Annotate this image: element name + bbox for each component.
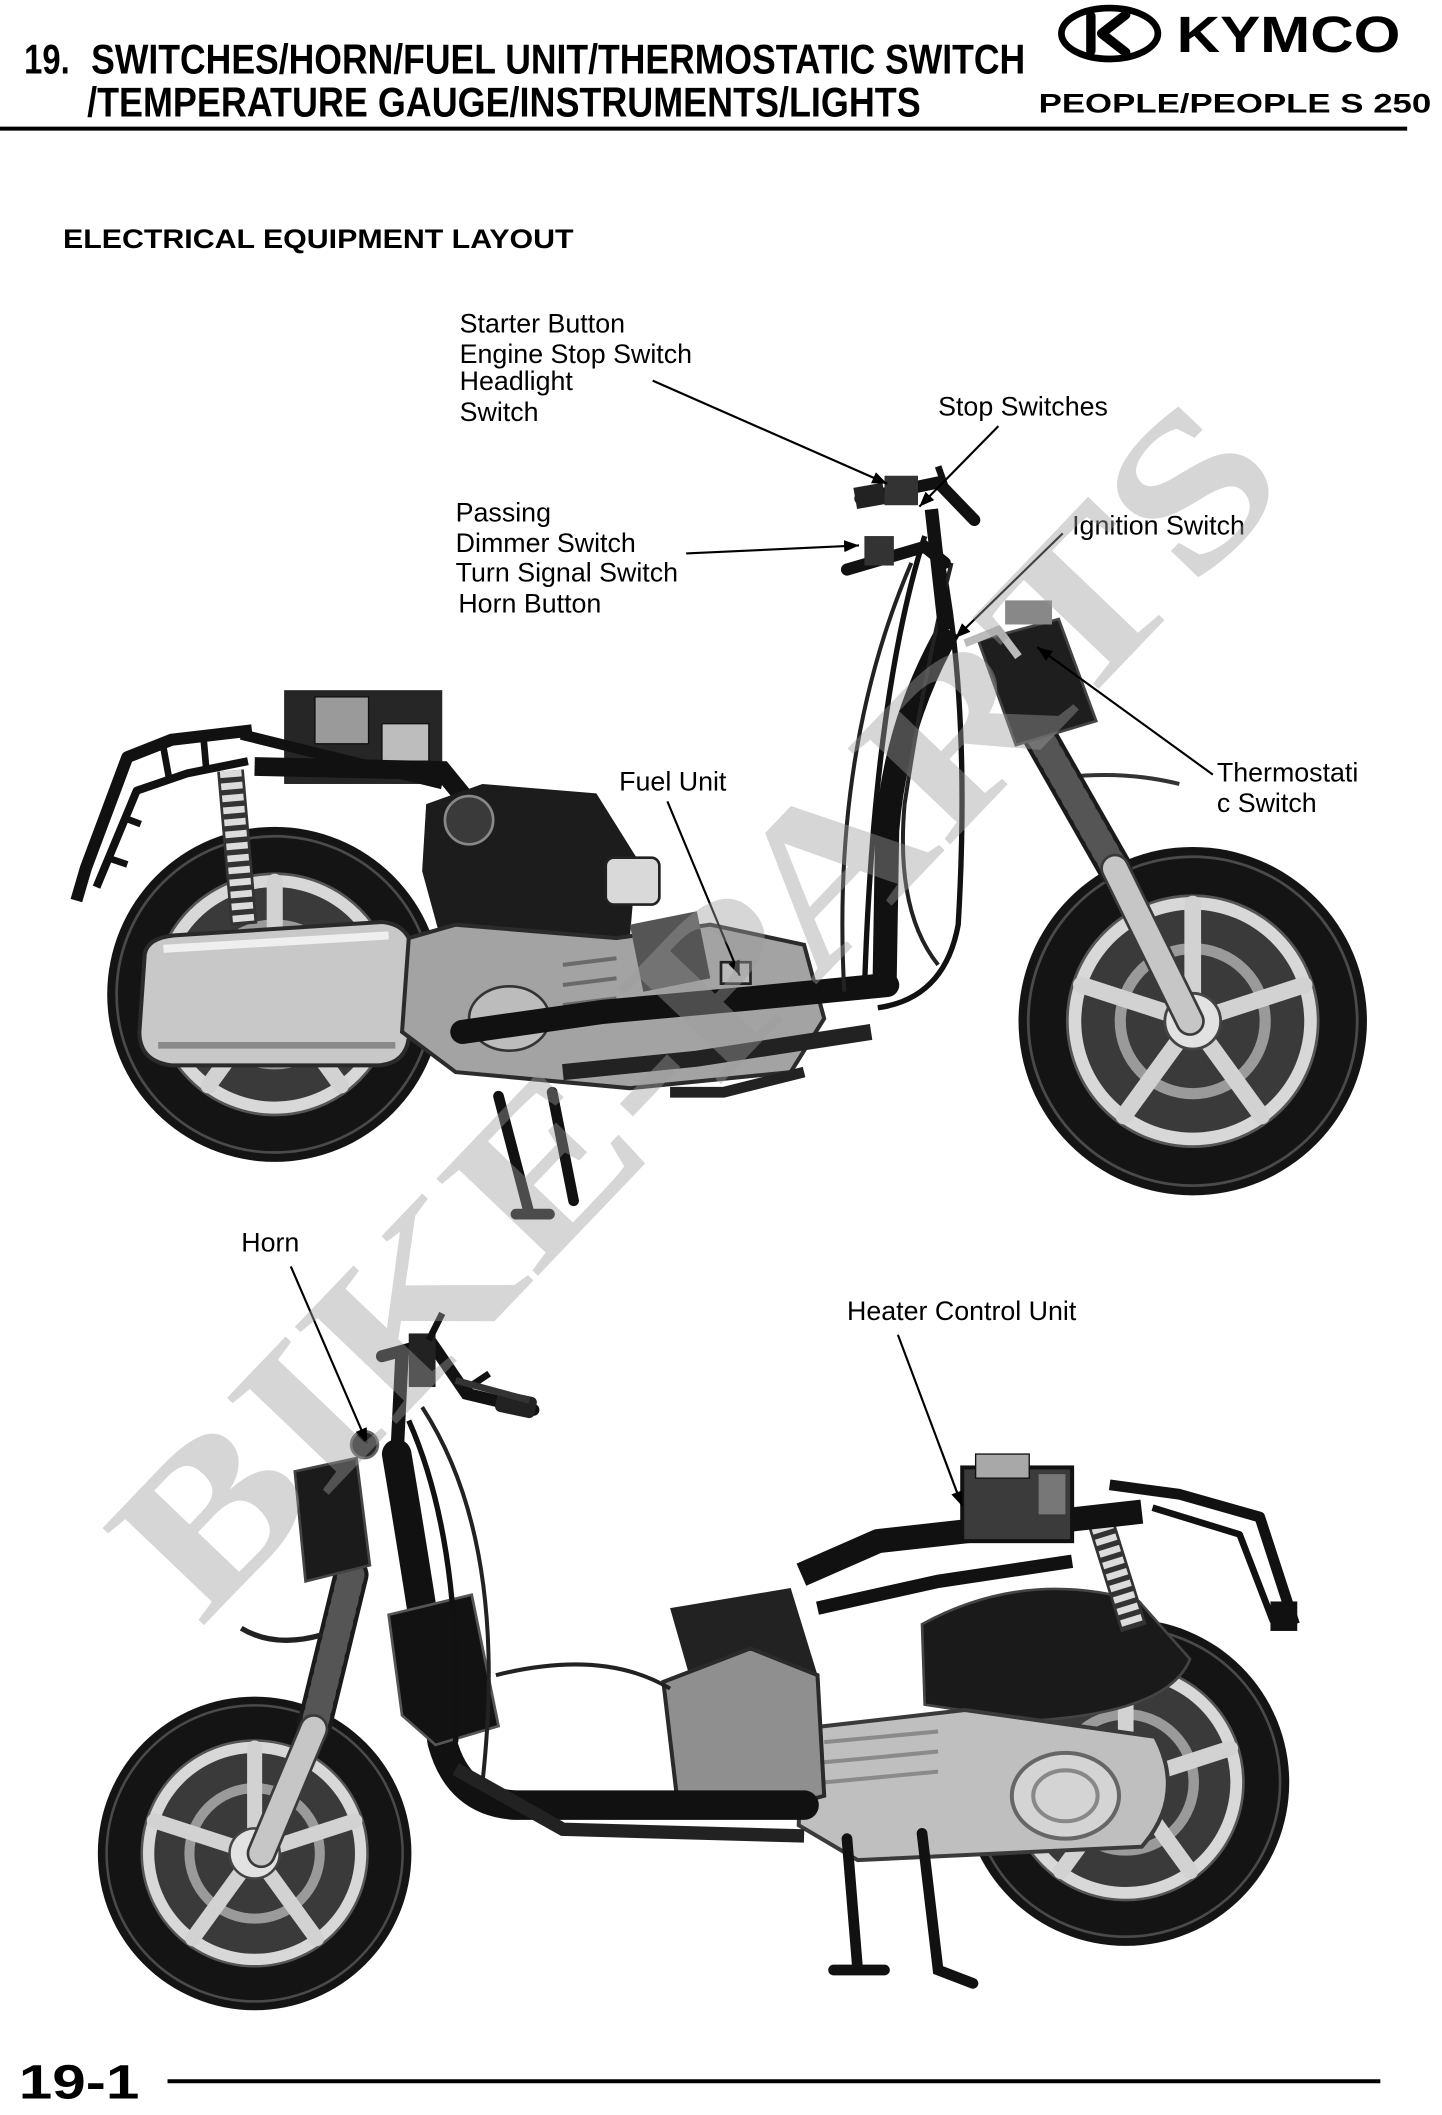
scooter-left-side-view — [98, 1311, 1300, 2010]
callout-turn-signal-switch: Turn Signal Switch — [456, 558, 678, 588]
callout-right-handlebar-switches: Starter Button Engine Stop Switch Headli… — [460, 308, 692, 426]
page-header: 19. SWITCHES/HORN/FUEL UNIT/THERMOSTATIC… — [0, 4, 1432, 131]
headlight-box — [239, 1456, 372, 1644]
callout-thermostatic-switch: Thermostati c Switch — [1217, 757, 1358, 818]
leader-lines — [289, 379, 1214, 1507]
callout-thermostatic-line-2: c Switch — [1217, 788, 1317, 818]
chapter-title-line-1: SWITCHES/HORN/FUEL UNIT/THERMOSTATIC SWI… — [91, 36, 1025, 83]
callout-horn-button: Horn Button — [458, 588, 601, 618]
leader-left-handlebar — [686, 540, 860, 555]
leader-thermostatic-switch — [1036, 646, 1214, 776]
center-stand — [493, 1086, 579, 1220]
center-stand — [828, 1827, 979, 1989]
rear-rack — [1108, 1479, 1300, 1631]
fuel-tank — [387, 1593, 501, 1747]
callout-fuel-unit: Fuel Unit — [619, 767, 727, 797]
callout-horn: Horn — [241, 1228, 299, 1258]
page-number: 19-1 — [19, 2056, 140, 2110]
rear-rack — [70, 724, 253, 903]
down-tube-and-wiring — [840, 535, 1180, 1011]
leader-ignition-switch — [954, 532, 1064, 639]
scooter-right-side-view — [70, 465, 1367, 1220]
leader-horn — [289, 1266, 369, 1444]
leader-heater-control-unit — [896, 1334, 964, 1507]
callout-left-handlebar-switches: Passing Dimmer Switch Turn Signal Switch… — [456, 497, 678, 618]
front-fork — [1021, 716, 1205, 1036]
rear-shock — [1088, 1521, 1147, 1633]
page-footer: 19-1 — [19, 2056, 1381, 2110]
handlebar — [375, 1311, 540, 1462]
heater-control-unit — [960, 1453, 1075, 1544]
callout-ignition-switch: Ignition Switch — [1072, 511, 1245, 541]
wiring-harness — [406, 1406, 672, 1783]
callout-stop-switches: Stop Switches — [938, 391, 1108, 421]
callout-headlight-switch: Switch — [460, 397, 539, 427]
front-fork — [246, 1557, 369, 1869]
handlebar — [840, 465, 981, 631]
leader-right-handlebar — [652, 379, 888, 485]
section-title: ELECTRICAL EQUIPMENT LAYOUT — [63, 224, 574, 254]
engine-block — [661, 1588, 827, 1818]
chapter-title-line-2: /TEMPERATURE GAUGE/INSTRUMENTS/LIGHTS — [87, 79, 921, 126]
callout-heater-control-unit: Heater Control Unit — [847, 1296, 1077, 1326]
model-name: PEOPLE/PEOPLE S 250 — [1039, 89, 1432, 119]
callout-dimmer-switch: Dimmer Switch — [456, 528, 636, 558]
callout-starter-button: Starter Button — [460, 308, 625, 338]
callout-thermostatic-line-1: Thermostati — [1217, 757, 1358, 787]
chapter-number: 19. — [24, 36, 70, 83]
brand-name: KYMCO — [1177, 6, 1401, 63]
headstock-instrument-box — [963, 600, 1098, 747]
exhaust-muffler — [137, 919, 415, 1068]
floor-frame — [450, 960, 900, 1098]
kymco-logo-icon — [1058, 4, 1162, 63]
rear-shock — [217, 769, 258, 926]
cvt-cover — [796, 1707, 1170, 1863]
leader-fuel-unit — [666, 800, 741, 977]
engine-top — [422, 783, 661, 965]
callout-headlight: Headlight — [460, 366, 574, 396]
callout-passing: Passing — [456, 497, 551, 527]
leader-stop-switches — [918, 425, 1000, 508]
callout-engine-stop-switch: Engine Stop Switch — [460, 339, 692, 369]
